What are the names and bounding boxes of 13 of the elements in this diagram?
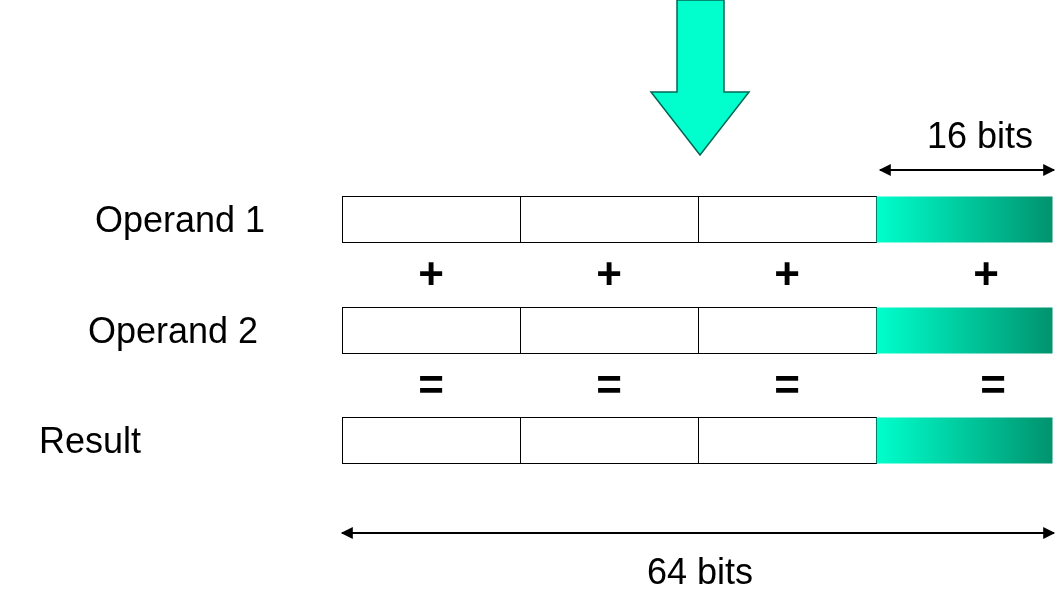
plus-sign: + [774,254,800,294]
equals-sign: = [774,365,800,405]
plus-sign: + [973,254,999,294]
equals-sign: = [980,365,1006,405]
equals-sign: = [596,365,622,405]
row-label: Result [39,421,141,461]
dimension-label: 64 bits [646,552,754,592]
equals-sign: = [418,365,444,405]
plus-sign: + [596,254,622,294]
row-label: Operand 1 [94,200,266,240]
dimension-label: 16 bits [926,116,1034,156]
plus-sign: + [418,254,444,294]
row-label: Operand 2 [87,311,259,351]
